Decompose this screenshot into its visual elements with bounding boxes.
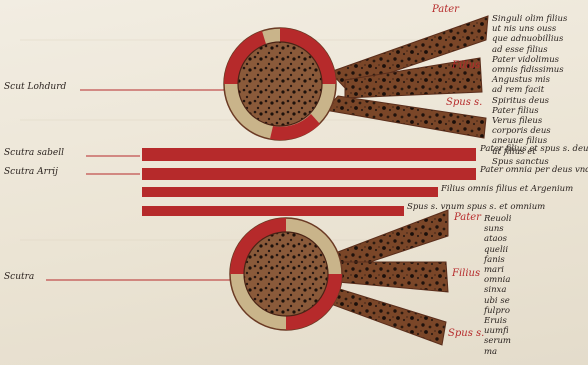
upper-text-line: Pater filius [492,106,567,116]
upper-text-line: que adnuobillius [492,34,567,44]
upper-text-line: ad esse filius [492,45,567,55]
upper-label-pater: Pater [432,4,459,15]
lower-text-line: ma [484,347,511,357]
bar-2 [142,168,476,180]
lower-text-line: suns [484,224,511,234]
upper-text-line: corporis deus [492,126,567,136]
lower-text-line: Reuoli [484,214,511,224]
upper-text-line: Pater vidolimus [492,55,567,65]
side-label-upper-shield: Scut Lohdurd [4,82,66,92]
lower-label-filius: Filius [452,268,480,279]
lower-text-line: ubi se [484,296,511,306]
side-label-lower-shield: Scutra [4,272,34,282]
lower-text-line: omnia [484,275,511,285]
lower-trinity-figure [230,210,448,345]
connector-lines [46,90,236,280]
upper-text-line: Verus fileus [492,116,567,126]
lower-ray-3 [320,286,446,345]
lower-text-line: ataos [484,234,511,244]
upper-text-line: Spus sanctus [492,157,567,167]
lower-text-line: fanis [484,255,511,265]
upper-text-line: ad rem facit [492,85,567,95]
upper-text-line: ut nis uns ouss [492,24,567,34]
lower-text-line: serum [484,336,511,346]
lower-label-pater: Pater [454,212,481,223]
upper-text-line: aneuue filius [492,136,567,146]
upper-text-line: Singuli olim filius [492,14,567,24]
lower-ray-2 [338,262,448,292]
lower-text-line: mari [484,265,511,275]
upper-text-line: Angustus mis [492,75,567,85]
upper-text-column: Singuli olim filius ut nis uns ouss que … [492,14,567,167]
upper-shield-core [238,42,322,126]
lower-label-spus: Spus s. [448,328,484,339]
lower-text-line: uumfi [484,326,511,336]
lower-text-line: quelii [484,245,511,255]
bar-3 [142,187,438,197]
side-label-bar-1: Scutra sabell [4,148,64,158]
bar-4-text: Spus s. vnum spus s. et omnium [407,202,545,212]
upper-text-line: omnis fidissimus [492,65,567,75]
upper-label-filius: Filius [452,60,480,71]
lower-text-line: Eruis [484,316,511,326]
lower-shield-core [244,232,328,316]
upper-text-line: ut filius et [492,147,567,157]
upper-label-spus: Spus s. [446,97,482,108]
side-label-bar-2: Scutra Arrij [4,167,58,177]
bar-1 [142,148,476,161]
upper-trinity-figure [224,16,488,140]
lower-text-line: sinxa [484,285,511,295]
bar-4 [142,206,404,216]
lower-text-column: Reuoli suns ataos quelii fanis mari omni… [484,214,511,357]
bar-3-text: Filius omnis filius et Argenium [441,184,573,194]
upper-text-line: Spiritus deus [492,96,567,106]
lower-text-line: fulpro [484,306,511,316]
